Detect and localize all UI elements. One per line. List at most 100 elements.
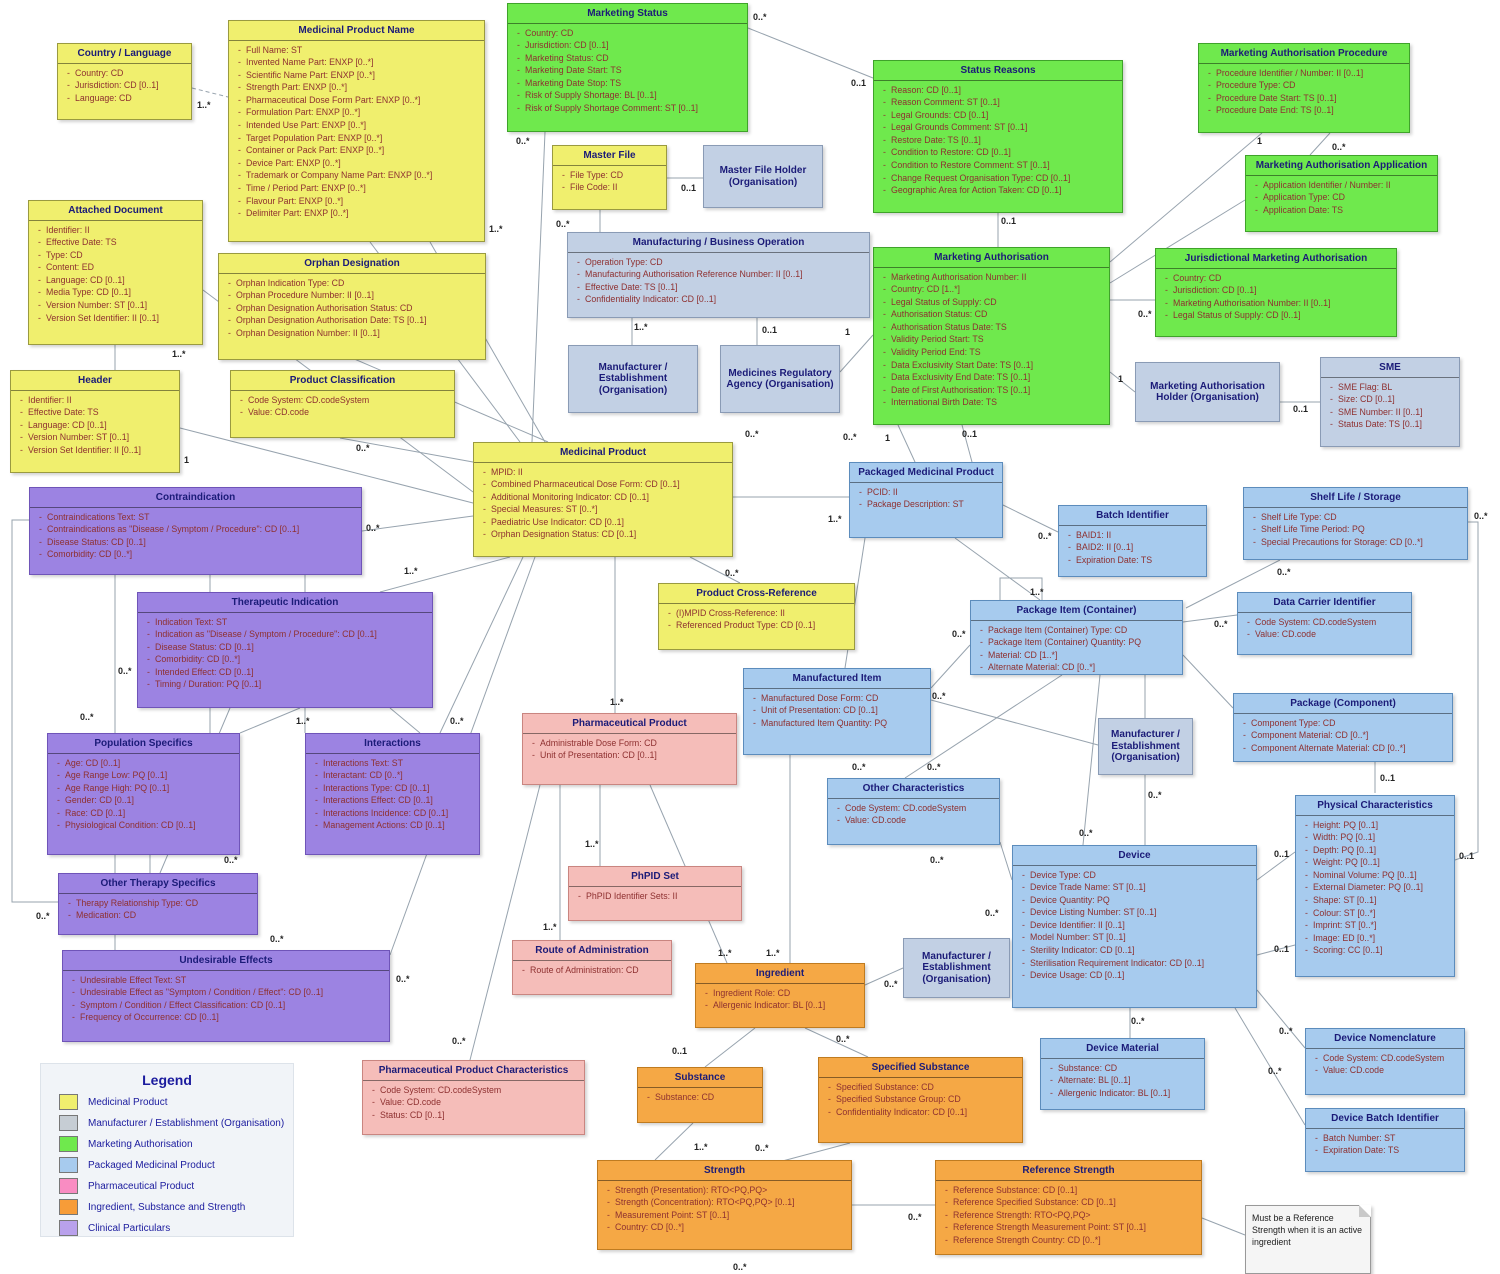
class-box-contraindication: Contraindication-Contraindications Text:… [29, 487, 362, 575]
attribute-text: Orphan Designation Number: II [0..1] [236, 327, 380, 338]
attribute-row: -Marketing Date Stop: TS [512, 77, 744, 90]
bullet-dash: - [483, 466, 486, 477]
bullet-dash: - [1330, 381, 1333, 392]
attribute-row: -Effective Date: TS [15, 406, 176, 419]
bullet-dash: - [67, 92, 70, 103]
attribute-row: -Container or Pack Part: ENXP [0..*] [233, 144, 481, 157]
attribute-row: -Strength Part: ENXP [0..*] [233, 81, 481, 94]
multiplicity-label: 0..* [270, 934, 284, 944]
multiplicity-label: 1..* [694, 1142, 708, 1152]
bullet-dash: - [228, 277, 231, 288]
attribute-row: -Symptom / Condition / Effect Classifica… [67, 999, 386, 1012]
bullet-dash: - [883, 109, 886, 120]
attribute-text: Manufactured Item Quantity: PQ [761, 717, 888, 728]
attribute-text: BAID1: II [1076, 529, 1112, 540]
multiplicity-label: 0..1 [1293, 404, 1309, 414]
bullet-dash: - [1253, 536, 1256, 547]
attribute-text: Data Exclusivity Start Date: TS [0..1] [891, 359, 1034, 370]
attribute-row: -Orphan Designation Authorisation Status… [223, 302, 482, 315]
class-box-marketing-authorisation-application: Marketing Authorisation Application-Appl… [1245, 155, 1438, 232]
attribute-text: Device Trade Name: ST [0..1] [1030, 882, 1146, 893]
bullet-dash: - [883, 122, 886, 133]
attribute-text: Allergenic Indicator: BL [0..1] [713, 1000, 826, 1011]
attribute-row: -Batch Number: ST [1310, 1132, 1461, 1145]
attribute-row: -SME Flag: BL [1325, 381, 1456, 394]
legend-item-label: Clinical Particulars [88, 1222, 171, 1234]
class-box-population-specifics: Population Specifics-Age: CD [0..1]-Age … [47, 733, 240, 855]
attribute-row: -Condition to Restore: CD [0..1] [878, 146, 1119, 159]
bullet-dash: - [1305, 920, 1308, 931]
attribute-row: -Country: CD [1160, 272, 1393, 285]
class-attributes-physical-characteristics: -Height: PQ [0..1]-Width: PQ [0..1]-Dept… [1296, 816, 1454, 960]
class-title-manufactured-item: Manufactured Item [744, 669, 930, 689]
attribute-row: -Timing / Duration: PQ [0..1] [142, 678, 429, 691]
class-box-strength: Strength-Strength (Presentation): RTO<PQ… [597, 1160, 852, 1250]
attribute-row: -Medication: CD [63, 909, 254, 922]
attribute-row: -Width: PQ [0..1] [1300, 831, 1451, 844]
attribute-text: Gender: CD [0..1] [65, 795, 134, 806]
bullet-dash: - [228, 302, 231, 313]
attribute-row: -Type: CD [33, 249, 199, 262]
attribute-row: -Condition to Restore Comment: ST [0..1] [878, 159, 1119, 172]
bullet-dash: - [562, 169, 565, 180]
attribute-text: Interactant: CD [0..*] [323, 770, 403, 781]
attribute-row: -Contraindications Text: ST [34, 511, 358, 524]
bullet-dash: - [945, 1197, 948, 1208]
multiplicity-label: 1 [1118, 374, 1124, 384]
attribute-text: Referenced Product Type: CD [0..1] [676, 620, 816, 631]
class-title-undesirable-effects: Undesirable Effects [63, 951, 389, 971]
class-attributes-status-reasons: -Reason: CD [0..1]-Reason Comment: ST [0… [874, 81, 1122, 199]
attribute-text: Size: CD [0..1] [1338, 394, 1395, 405]
multiplicity-label: 0..1 [1459, 851, 1475, 861]
attribute-row: -Special Measures: ST [0..*] [478, 503, 729, 516]
multiplicity-label: 0..* [1131, 1016, 1145, 1026]
class-attributes-route-of-administration: -Route of Administration: CD [513, 961, 671, 979]
attribute-row: -MPID: II [478, 466, 729, 479]
bullet-dash: - [315, 807, 318, 818]
multiplicity-label: 0..* [450, 716, 464, 726]
multiplicity-label: 0..* [755, 1143, 769, 1153]
bullet-dash: - [238, 208, 241, 219]
bullet-dash: - [517, 90, 520, 101]
class-box-physical-characteristics: Physical Characteristics-Height: PQ [0..… [1295, 795, 1455, 977]
attribute-row: -Physiological Condition: CD [0..1] [52, 819, 236, 832]
bullet-dash: - [1022, 919, 1025, 930]
class-box-package-item-container: Package Item (Container)-Package Item (C… [970, 600, 1183, 675]
bullet-dash: - [577, 281, 580, 292]
multiplicity-label: 1 [184, 455, 190, 465]
bullet-dash: - [147, 616, 150, 627]
attribute-row: -Marketing Authorisation Number: II [0..… [1160, 297, 1393, 310]
attribute-text: Contraindications Text: ST [47, 511, 150, 522]
attribute-text: Route of Administration: CD [530, 964, 639, 975]
attribute-text: Symptom / Condition / Effect Classificat… [80, 999, 286, 1010]
attribute-text: Sterilisation Requirement Indicator: CD … [1030, 957, 1205, 968]
class-box-pharmaceutical-product-characteristics: Pharmaceutical Product Characteristics-C… [362, 1060, 585, 1135]
class-box-medicines-regulatory-agency: Medicines Regulatory Agency (Organisatio… [720, 345, 840, 413]
attribute-text: Device Type: CD [1030, 869, 1096, 880]
attribute-row: -Manufacturing Authorisation Reference N… [572, 268, 866, 281]
class-title-jurisdictional-marketing-authorisation: Jurisdictional Marketing Authorisation [1156, 249, 1396, 269]
attribute-row: -Application Identifier / Number: II [1250, 179, 1434, 192]
bullet-dash: - [883, 359, 886, 370]
attribute-text: Undesirable Effect as "Symptom / Conditi… [80, 987, 324, 998]
attribute-row: -Substance: CD [1045, 1062, 1201, 1075]
legend-item-label: Packaged Medicinal Product [88, 1159, 215, 1171]
attribute-row: -Management Actions: CD [0..1] [310, 819, 476, 832]
attribute-text: Depth: PQ [0..1] [1313, 844, 1377, 855]
bullet-dash: - [238, 195, 241, 206]
attribute-row: -Time / Period Part: ENXP [0..*] [233, 182, 481, 195]
attribute-row: -Restore Date: TS [0..1] [878, 134, 1119, 147]
attribute-row: -Identifier: II [33, 224, 199, 237]
bullet-dash: - [315, 782, 318, 793]
attribute-row: -Marketing Date Start: TS [512, 64, 744, 77]
attribute-text: External Diameter: PQ [0..1] [1313, 882, 1424, 893]
attribute-text: Frequency of Occurrence: CD [0..1] [80, 1012, 219, 1023]
bullet-dash: - [883, 97, 886, 108]
class-box-data-carrier-identifier: Data Carrier Identifier-Code System: CD.… [1237, 592, 1412, 655]
class-title-device-material: Device Material [1041, 1039, 1204, 1059]
bullet-dash: - [483, 479, 486, 490]
class-attributes-phpid-set: -PhPID Identifier Sets: II [569, 887, 741, 905]
attribute-row: -Component Material: CD [0..*] [1238, 729, 1449, 742]
multiplicity-label: 1 [885, 433, 891, 443]
